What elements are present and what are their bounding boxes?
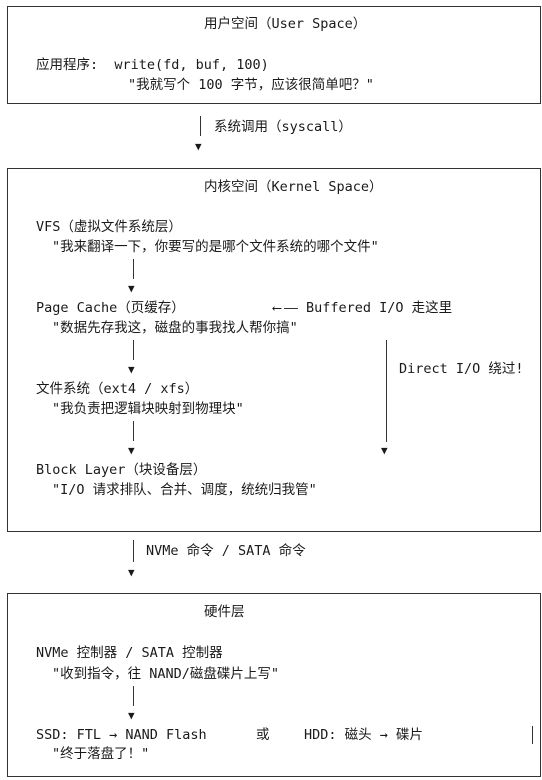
buffered-io-arrow-shaft bbox=[284, 308, 298, 309]
user-space-box-corner-tick bbox=[7, 6, 8, 14]
block-layer-name: Block Layer（块设备层） bbox=[36, 462, 207, 478]
user-space-box-bottom-border bbox=[7, 103, 541, 104]
direct-io-bypass-line bbox=[386, 340, 387, 442]
hardware-box-bottom-border bbox=[7, 776, 541, 777]
page-cache-to-fs-line bbox=[133, 340, 134, 360]
or-separator: 或 bbox=[256, 727, 270, 743]
fs-to-block-layer-arrow-icon: ▼ bbox=[128, 444, 135, 457]
kernel-space-box-bottom-border bbox=[7, 531, 541, 532]
vfs-name: VFS（虚拟文件系统层） bbox=[36, 219, 182, 235]
buffered-io-arrow-icon: ⟵ bbox=[273, 301, 281, 316]
syscall-connector-line bbox=[200, 116, 201, 136]
user-space-call: 应用程序: write(fd, buf, 100) bbox=[36, 57, 269, 73]
buffered-io-label: Buffered I/O 走这里 bbox=[306, 300, 453, 316]
user-space-box-top-border bbox=[7, 6, 541, 7]
controller-to-media-arrow-icon: ▼ bbox=[128, 709, 135, 722]
hdd-path: HDD: 磁头 → 碟片 bbox=[304, 727, 424, 743]
page-cache-to-fs-arrow-icon: ▼ bbox=[128, 363, 135, 376]
hardware-box bbox=[7, 593, 541, 777]
filesystem-name: 文件系统（ext4 / xfs） bbox=[36, 381, 199, 397]
vfs-quote: "我来翻译一下，你要写的是哪个文件系统的哪个文件" bbox=[52, 239, 379, 255]
hardware-row-divider bbox=[532, 726, 533, 744]
user-space-box bbox=[7, 6, 541, 104]
command-arrow-head-icon: ▼ bbox=[128, 566, 135, 579]
kernel-space-title: 内核空间（Kernel Space） bbox=[204, 179, 383, 195]
hardware-box-top-border bbox=[7, 593, 541, 594]
command-label: NVMe 命令 / SATA 命令 bbox=[146, 543, 306, 559]
fs-to-block-layer-line bbox=[133, 421, 134, 441]
user-space-title: 用户空间（User Space） bbox=[204, 16, 367, 32]
kernel-space-box-top-border bbox=[7, 168, 541, 169]
vfs-to-page-cache-arrow-icon: ▼ bbox=[128, 282, 135, 295]
filesystem-quote: "我负责把逻辑块映射到物理块" bbox=[52, 401, 244, 417]
controller-to-media-line bbox=[133, 686, 134, 706]
controller-quote: "收到指令，往 NAND/磁盘碟片上写" bbox=[52, 666, 280, 682]
direct-io-arrow-head-icon: ▼ bbox=[381, 444, 388, 457]
syscall-arrow-head-icon: ▼ bbox=[195, 140, 202, 153]
syscall-label: 系统调用（syscall） bbox=[214, 119, 352, 135]
direct-io-label: Direct I/O 绕过! bbox=[399, 361, 524, 377]
vfs-to-page-cache-line bbox=[133, 259, 134, 279]
page-cache-quote: "数据先存我这，磁盘的事我找人帮你搞" bbox=[52, 320, 298, 336]
controller-name: NVMe 控制器 / SATA 控制器 bbox=[36, 645, 223, 661]
command-connector-line bbox=[133, 540, 134, 562]
hardware-title: 硬件层 bbox=[204, 604, 245, 620]
hardware-final-quote: "终于落盘了！" bbox=[52, 746, 150, 762]
kernel-space-box bbox=[7, 168, 541, 532]
block-layer-quote: "I/O 请求排队、合并、调度，统统归我管" bbox=[52, 482, 317, 498]
ssd-path: SSD: FTL → NAND Flash bbox=[36, 727, 207, 743]
page-cache-name: Page Cache（页缓存） bbox=[36, 300, 185, 316]
user-space-quote: "我就写个 100 字节，应该很简单吧？" bbox=[128, 77, 374, 93]
